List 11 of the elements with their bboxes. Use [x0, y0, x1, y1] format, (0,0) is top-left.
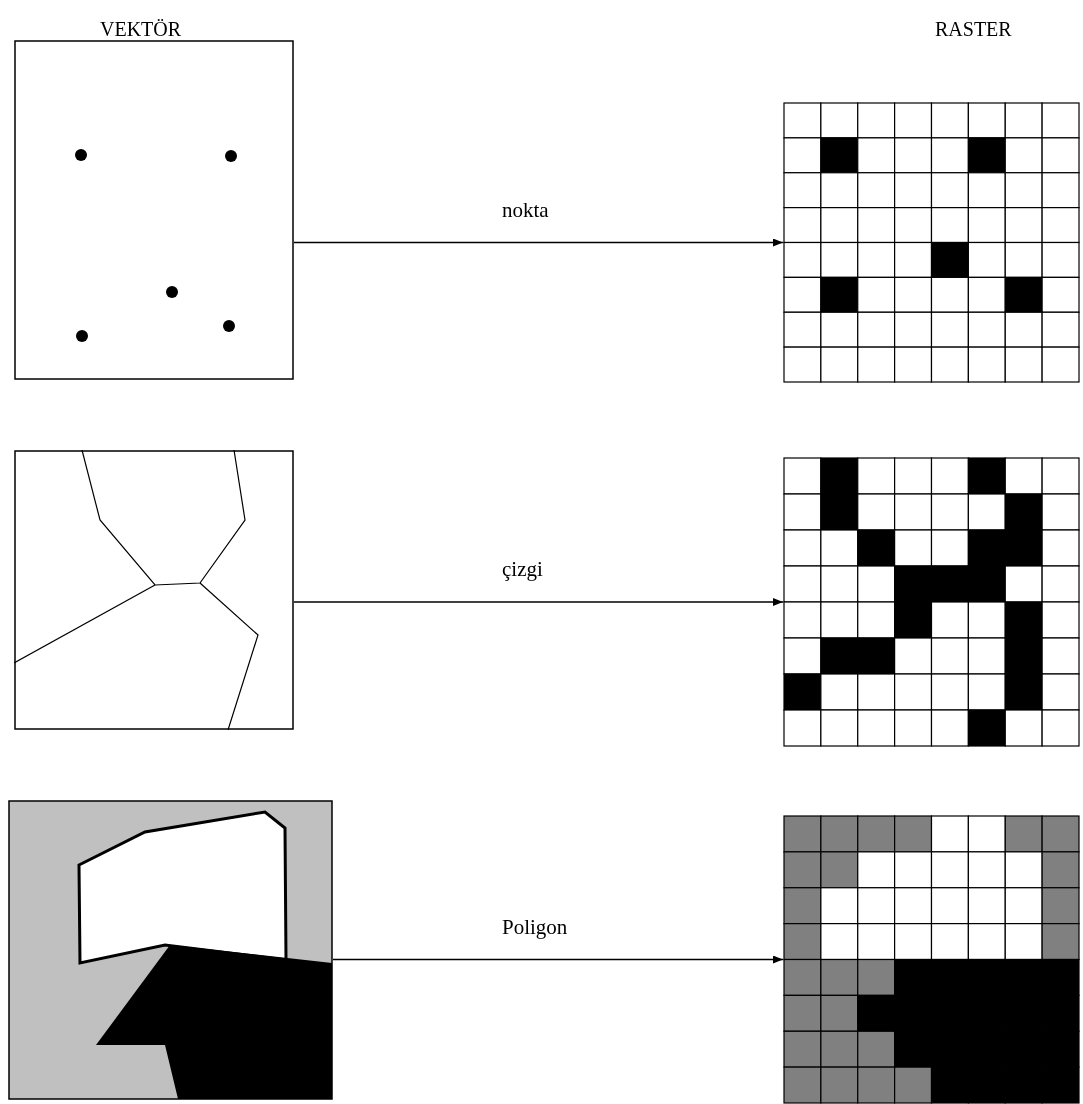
- polygon-map-drawing: [8, 800, 333, 1100]
- line-raster-grid-drawing: [783, 457, 1080, 747]
- arrow: [293, 598, 784, 606]
- polygon-raster-grid-drawing: [783, 815, 1080, 1104]
- column-heading: VEKTÖR: [100, 18, 182, 41]
- column-heading: RASTER: [935, 18, 1012, 41]
- arrow: [293, 238, 784, 247]
- point-raster-grid-drawing: [783, 102, 1080, 383]
- line-map-drawing: [14, 450, 294, 730]
- point-map-drawing: [14, 40, 294, 380]
- arrow: [332, 955, 784, 964]
